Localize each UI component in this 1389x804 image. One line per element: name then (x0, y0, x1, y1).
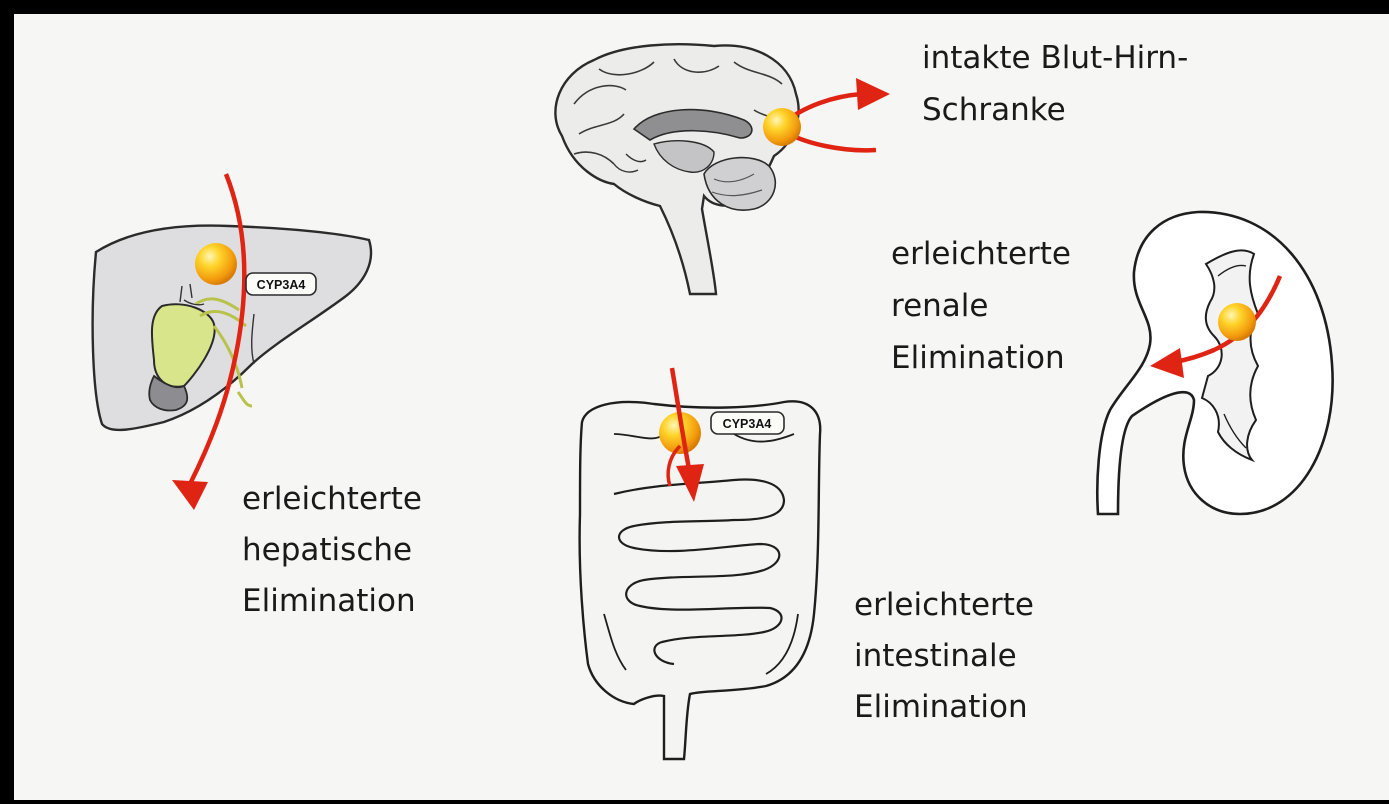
kidney-icon (1097, 212, 1332, 514)
liver-label: erleichterte hepatische Elimination (242, 474, 422, 627)
liver-enzyme-label: CYP3A4 (257, 278, 306, 292)
intestine-label-line-2: intestinale (854, 631, 1034, 682)
brain-label-line-1: intakte Blut-Hirn- (922, 32, 1188, 84)
liver-enzyme-tag: CYP3A4 (246, 273, 316, 295)
brain-icon (555, 44, 798, 294)
kidney-label-line-2: renale (891, 280, 1071, 332)
kidney-label-line-3: Elimination (891, 332, 1071, 384)
liver-label-line-2: hepatische (242, 525, 422, 576)
intestine-label: erleichterte intestinale Elimination (854, 580, 1034, 733)
brain-label: intakte Blut-Hirn- Schranke (922, 32, 1188, 136)
kidney-label: erleichterte renale Elimination (891, 228, 1071, 384)
kidney-label-line-1: erleichterte (891, 228, 1071, 280)
molecule-icon (195, 243, 237, 285)
figure-panel: CYP3A4 CYP3A4 (14, 14, 1389, 800)
intestine-enzyme-tag: CYP3A4 (711, 412, 784, 434)
intestine-enzyme-label: CYP3A4 (723, 417, 772, 431)
liver-label-line-3: Elimination (242, 576, 422, 627)
intestine-icon (580, 401, 821, 759)
molecule-icon (1218, 303, 1256, 341)
intestine-label-line-1: erleichterte (854, 580, 1034, 631)
liver-label-line-1: erleichterte (242, 474, 422, 525)
intestine-label-line-3: Elimination (854, 682, 1034, 733)
brain-label-line-2: Schranke (922, 84, 1188, 136)
molecule-icon (763, 108, 801, 146)
